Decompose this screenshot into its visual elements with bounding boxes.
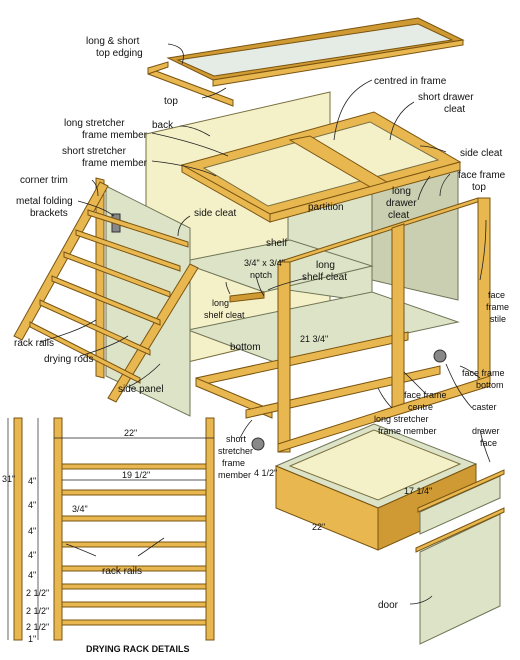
label-face-frame-centre-1: face frame — [404, 390, 447, 400]
label-face-frame-stile-2: frame — [486, 302, 509, 312]
caster-icons — [251, 349, 447, 451]
label-long-drawer-cleat-2: drawer — [386, 198, 417, 209]
label-long-shelf-cleat-right-1: long — [316, 260, 335, 271]
rack-spacing-6: 2 1/2" — [26, 588, 49, 598]
rack-height-31: 31" — [2, 474, 15, 484]
label-long-shelf-cleat-left-2: shelf cleat — [204, 310, 245, 320]
label-short-stretcher-1: short stretcher — [62, 146, 127, 157]
label-drying-rods: drying rods — [44, 354, 93, 365]
shelf-panel — [178, 239, 374, 293]
label-rack-rails: rack rails — [14, 338, 54, 349]
top-assembly — [147, 17, 465, 107]
label-metal-folding-2: brackets — [30, 208, 68, 219]
face-frame-centre — [391, 223, 405, 417]
label-metal-folding-1: metal folding — [16, 196, 73, 207]
label-side-cleat-left: side cleat — [194, 208, 236, 219]
label-long-drawer-cleat-3: cleat — [388, 210, 409, 221]
label-face-frame-bottom-2: bottom — [476, 380, 504, 390]
rack-spacing-8: 2 1/2" — [26, 622, 49, 632]
label-side-panel: side panel — [118, 384, 164, 395]
label-short-stretcher-2: frame member — [82, 158, 148, 169]
rack-spacing-2: 4" — [28, 500, 36, 510]
label-door: door — [378, 600, 399, 611]
drawer-assembly — [274, 423, 505, 645]
label-corner-trim: corner trim — [20, 175, 68, 186]
label-top: top — [164, 96, 178, 107]
rack-spacing-4: 4" — [28, 550, 36, 560]
side-panel — [105, 185, 191, 417]
label-drawer-face-2: face — [480, 438, 497, 448]
label-top-edging-2: top edging — [96, 48, 143, 59]
label-shelf: shelf — [266, 238, 287, 249]
label-top-edging-1: long & short — [86, 36, 140, 47]
label-dim-4-1-2: 4 1/2" — [254, 468, 277, 478]
label-long-drawer-cleat-1: long — [392, 186, 411, 197]
rack-width-22: 22" — [124, 428, 137, 438]
face-frame-left-stile — [277, 261, 291, 453]
label-notch-2: notch — [250, 270, 272, 280]
label-short-stretcher-fm-2: stretcher — [218, 446, 253, 456]
rack-rail-left — [13, 181, 109, 341]
rack-spacing-3: 4" — [28, 526, 36, 536]
label-caster: caster — [472, 402, 497, 412]
side-panel-assembly — [13, 177, 199, 417]
rack-spacing-9: 1" — [28, 634, 36, 644]
detail-rods — [61, 463, 207, 626]
label-dim-21-3-4: 21 3/4" — [300, 334, 328, 344]
label-drawer-face-1: drawer — [472, 426, 500, 436]
door-panel — [419, 513, 501, 645]
text-labels: long & short top edging top back long st… — [2, 36, 509, 654]
rack-details-rails: rack rails — [102, 566, 142, 577]
label-face-frame-top-1: face frame — [458, 170, 506, 181]
label-face-frame-stile-3: stile — [490, 314, 506, 324]
label-face-frame-top-2: top — [472, 182, 486, 193]
label-partition: partition — [308, 202, 344, 213]
label-long-shelf-cleat-left-1: long — [212, 298, 229, 308]
bottom-panel — [186, 291, 460, 363]
label-long-stretcher-fm-2: frame member — [378, 426, 437, 436]
rack-details-title: DRYING RACK DETAILS — [86, 644, 190, 654]
rack-spacing-7: 2 1/2" — [26, 606, 49, 616]
label-notch-1: 3/4" x 3/4" — [244, 258, 285, 268]
label-long-shelf-cleat-right-2: shelf cleat — [302, 272, 347, 283]
drying-rods — [29, 209, 189, 384]
label-face-frame-centre-2: centre — [408, 402, 433, 412]
label-face-frame-stile-1: face — [488, 290, 505, 300]
label-bottom: bottom — [230, 342, 261, 353]
label-long-stretcher-1: long stretcher — [64, 118, 125, 129]
label-face-frame-bottom-1: face frame — [462, 368, 505, 378]
rack-spacing-1: 4" — [28, 476, 36, 486]
label-back: back — [152, 120, 174, 131]
rack-width-19-1-2: 19 1/2" — [122, 470, 150, 480]
label-short-drawer-cleat-1: short drawer — [418, 92, 474, 103]
rack-rod-3-4: 3/4" — [72, 504, 88, 514]
rack-spacing-5: 4" — [28, 570, 36, 580]
label-short-stretcher-fm-1: short — [226, 434, 247, 444]
label-short-drawer-cleat-2: cleat — [444, 104, 465, 115]
face-frame — [277, 197, 491, 453]
label-short-stretcher-fm-3: frame — [222, 458, 245, 468]
label-long-stretcher-fm-1: long stretcher — [374, 414, 429, 424]
label-centred-in-frame: centred in frame — [374, 76, 447, 87]
label-long-stretcher-2: frame member — [82, 130, 148, 141]
rack-detail-drawing — [7, 417, 215, 641]
face-frame-bottom — [277, 375, 491, 453]
leader-lines — [39, 43, 491, 605]
label-short-stretcher-fm-4: member — [218, 470, 251, 480]
rack-rail-right — [107, 263, 199, 403]
label-side-cleat-right: side cleat — [460, 148, 502, 159]
label-dim-22-drawer: 22" — [312, 522, 325, 532]
label-dim-17-1-4: 17 1/4" — [404, 486, 432, 496]
